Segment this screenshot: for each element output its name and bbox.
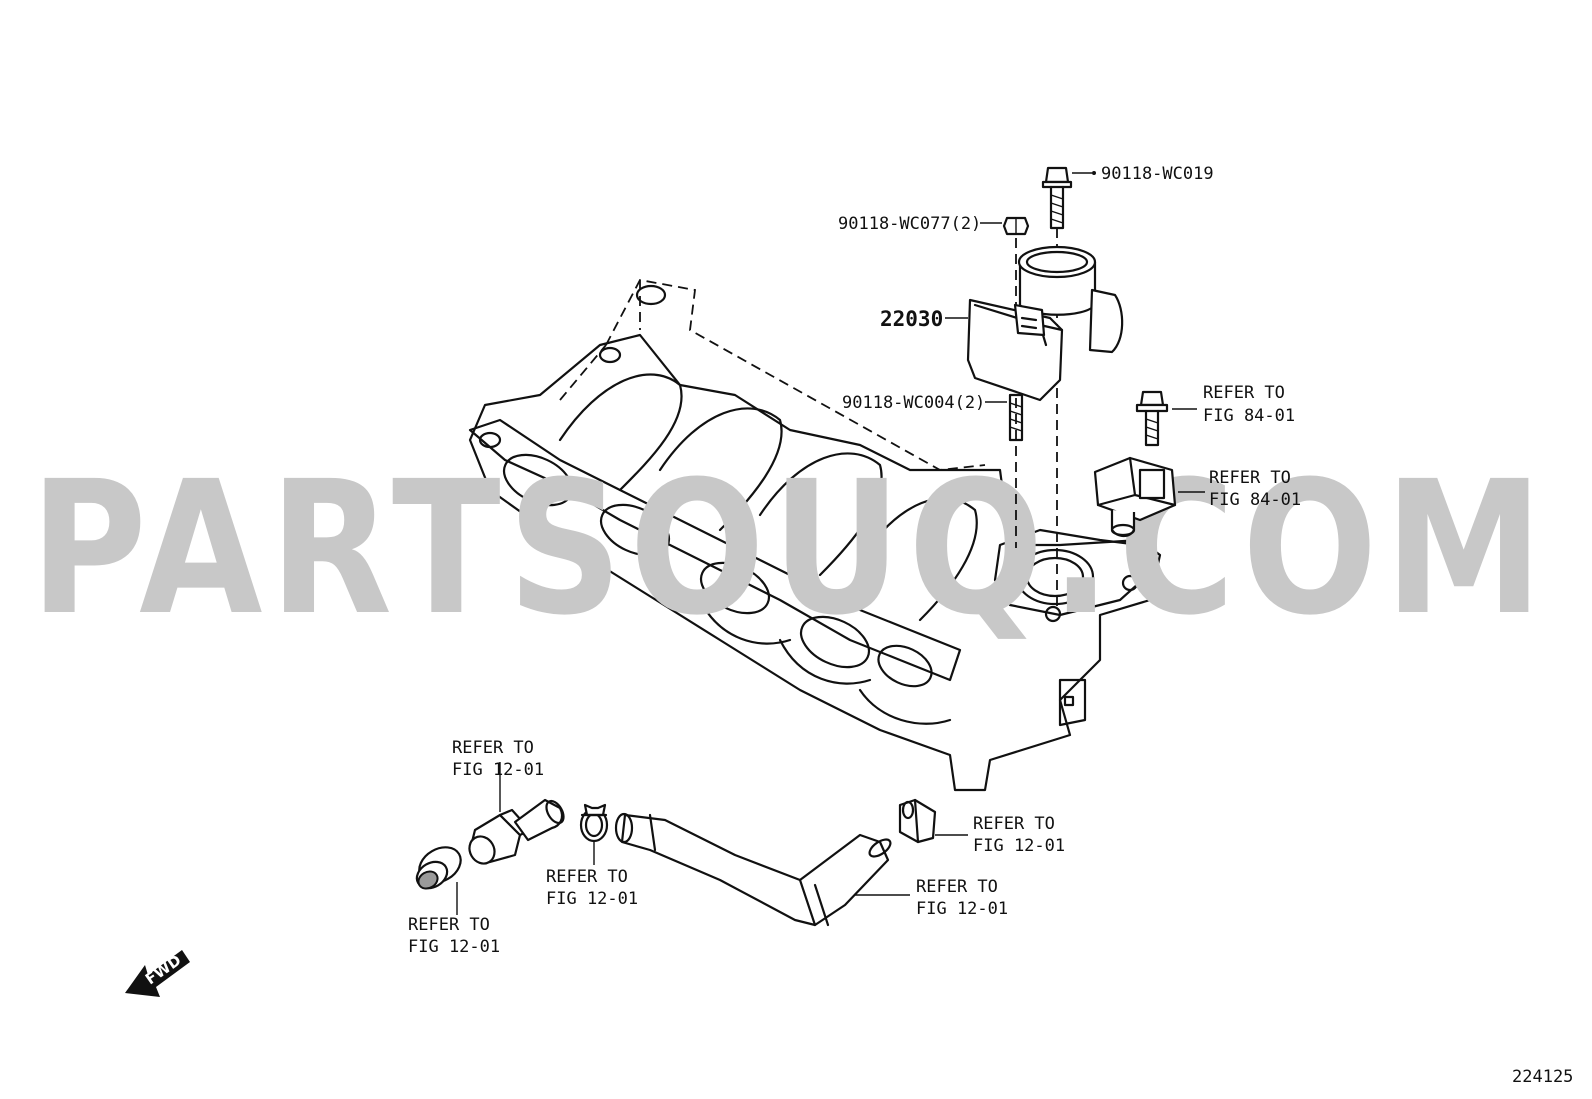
intake-manifold [468,278,1162,792]
label-refer-clamp-1: REFER TO [546,867,628,887]
watermark: PARTSOUQ.COM [30,442,1550,656]
label-refer-grommet-1: REFER TO [408,915,490,935]
label-refer-hose-1: REFER TO [916,877,998,897]
label-stud: 90118-WC004(2) [842,393,985,413]
ventilation-hose [614,812,892,927]
label-refer-grommet-2: FIG 12-01 [408,937,500,957]
pcv-valve [468,798,565,865]
label-refer-pcv-1: REFER TO [452,738,534,758]
label-refer-hose-2: FIG 12-01 [916,899,1008,919]
throttle-body-22030 [966,245,1124,402]
figure-number: 224125 [1512,1067,1573,1087]
label-throttle-body: 22030 [880,307,943,331]
label-bolt-top: 90118-WC019 [1101,164,1214,184]
label-refer-sensor-2: FIG 84-01 [1209,490,1301,510]
hose-clip [898,798,937,844]
stud-90118-WC004 [1008,393,1024,442]
label-refer-clamp-2: FIG 12-01 [546,889,638,909]
sensor-bolt [1135,390,1169,447]
label-refer-clip-2: FIG 12-01 [973,836,1065,856]
label-refer-sensor-1: REFER TO [1209,468,1291,488]
nut-90118-WC077 [1002,216,1030,236]
label-refer-bolt-2: FIG 84-01 [1203,406,1295,426]
fwd-arrow-icon: FWD [125,950,190,997]
label-refer-clip-1: REFER TO [973,814,1055,834]
label-refer-bolt-1: REFER TO [1203,383,1285,403]
grommet [415,846,462,890]
map-sensor [1093,456,1177,538]
hose-clamp [579,803,609,843]
label-nut: 90118-WC077(2) [838,214,981,234]
bolt-90118-WC019 [1041,166,1073,230]
label-refer-pcv-2: FIG 12-01 [452,760,544,780]
